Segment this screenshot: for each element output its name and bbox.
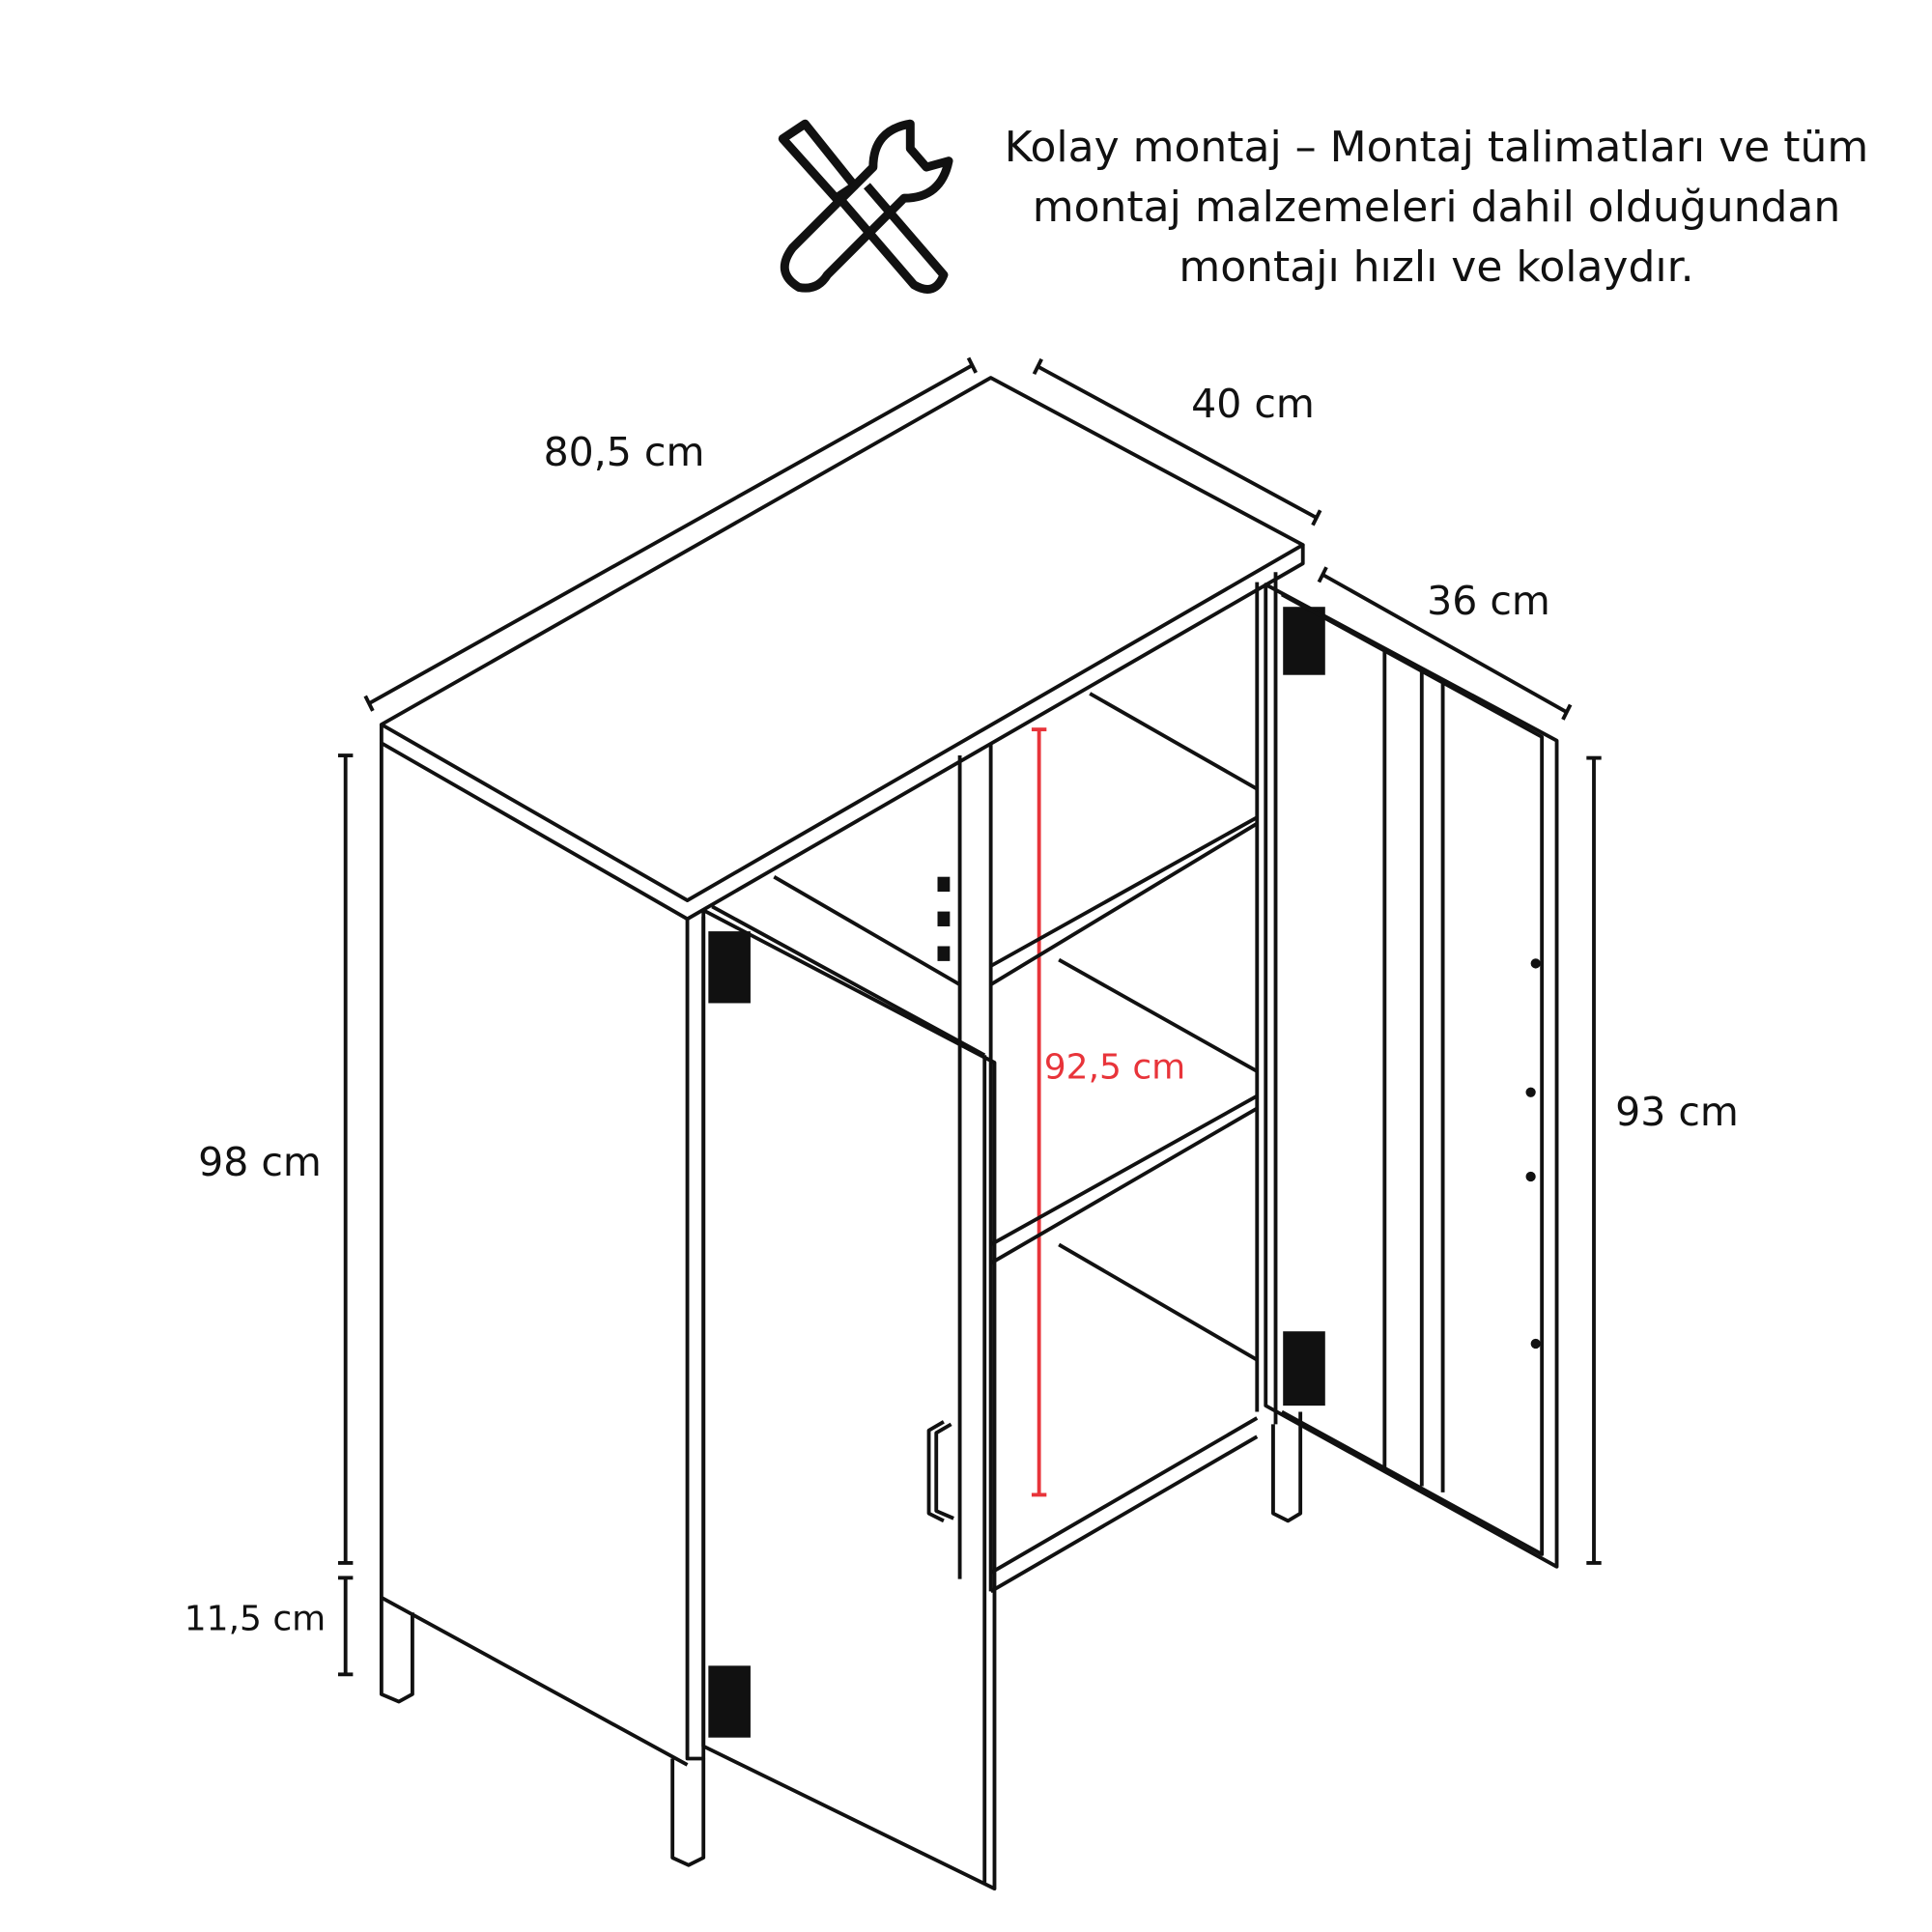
tools-icon (778, 119, 953, 294)
assembly-note: Kolay montaj – Montaj talimatları ve tüm… (1005, 118, 1868, 298)
total-height-label: 98 cm (198, 1139, 322, 1185)
width-label: 80,5 cm (543, 429, 705, 475)
dimension-lines (338, 356, 1602, 1677)
door-height-label: 93 cm (1615, 1089, 1739, 1135)
assembly-note-line: montaj malzemeleri dahil olduğundan (1032, 183, 1841, 232)
interior-height-line (1031, 727, 1047, 1497)
assembly-note-line: montajı hızlı ve kolaydır. (1179, 242, 1694, 292)
door-width-label: 36 cm (1427, 578, 1550, 624)
assembly-note-line: Kolay montaj – Montaj talimatları ve tüm (1004, 123, 1869, 172)
hinge-marks (708, 607, 1325, 1738)
interior-height-label: 92,5 cm (1043, 1047, 1186, 1088)
depth-label: 40 cm (1191, 381, 1315, 427)
door-handle (926, 1420, 954, 1523)
leg-height-label: 11,5 cm (184, 1599, 327, 1639)
